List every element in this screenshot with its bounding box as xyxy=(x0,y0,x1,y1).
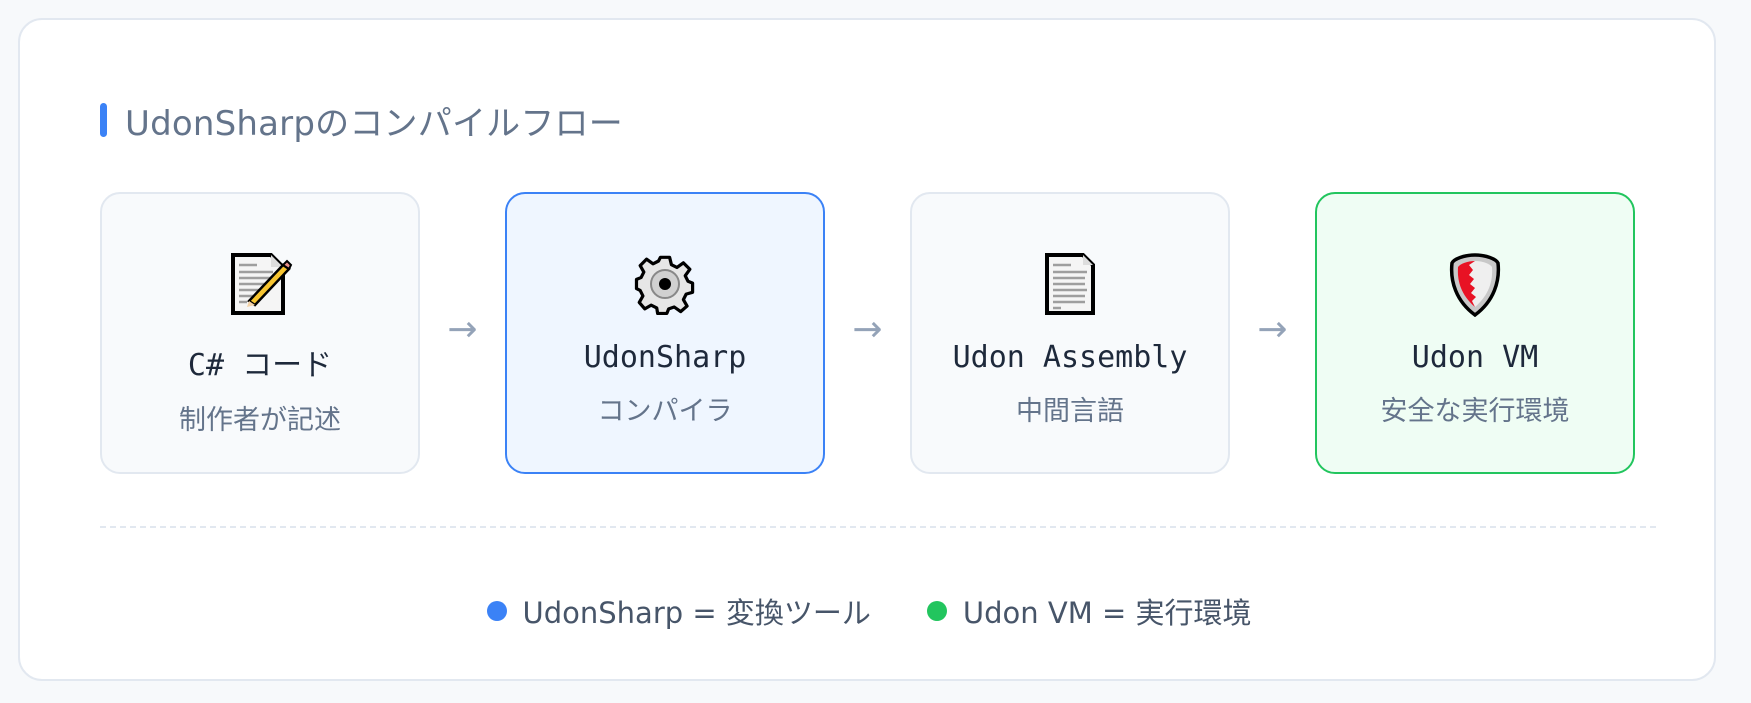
green-dot-icon xyxy=(926,601,947,621)
step-udonsharp: UdonSharp コンパイラ xyxy=(505,192,825,474)
compile-flow: C# コード 制作者が記述 → UdonSharp コンパイラ → xyxy=(100,192,1635,474)
step-desc: 安全な実行環境 xyxy=(1380,396,1570,427)
legend: UdonSharp = 変換ツール Udon VM = 実行環境 xyxy=(20,590,1718,632)
step-desc: 中間言語 xyxy=(1016,396,1124,427)
step-name: C# コード xyxy=(187,348,333,383)
blue-dot-icon xyxy=(486,601,507,621)
arrow-icon: → xyxy=(1257,308,1288,350)
shield-icon xyxy=(1439,248,1511,320)
step-desc: 制作者が記述 xyxy=(179,405,341,436)
diagram-card: UdonSharpのコンパイルフロー xyxy=(18,18,1716,681)
step-udon-assembly: Udon Assembly 中間言語 xyxy=(910,192,1230,474)
step-name: UdonSharp xyxy=(583,340,747,375)
title-row: UdonSharpのコンパイルフロー xyxy=(100,98,623,144)
legend-item-udon-vm: Udon VM = 実行環境 xyxy=(926,590,1252,632)
step-desc: コンパイラ xyxy=(597,396,733,427)
memo-icon xyxy=(224,248,296,320)
dashed-divider xyxy=(100,526,1656,528)
step-name: Udon Assembly xyxy=(952,340,1188,375)
legend-item-udonsharp: UdonSharp = 変換ツール xyxy=(486,590,871,632)
step-csharp-code: C# コード 制作者が記述 xyxy=(100,192,420,474)
legend-label: UdonSharp = 変換ツール xyxy=(522,596,871,630)
gear-icon xyxy=(629,248,701,320)
legend-label: Udon VM = 実行環境 xyxy=(962,596,1252,630)
title-accent-bar xyxy=(100,103,107,137)
step-name: Udon VM xyxy=(1411,340,1539,375)
document-icon xyxy=(1034,248,1106,320)
diagram-title: UdonSharpのコンパイルフロー xyxy=(125,103,623,144)
arrow-icon: → xyxy=(852,308,883,350)
arrow-icon: → xyxy=(447,308,478,350)
step-udon-vm: Udon VM 安全な実行環境 xyxy=(1315,192,1635,474)
